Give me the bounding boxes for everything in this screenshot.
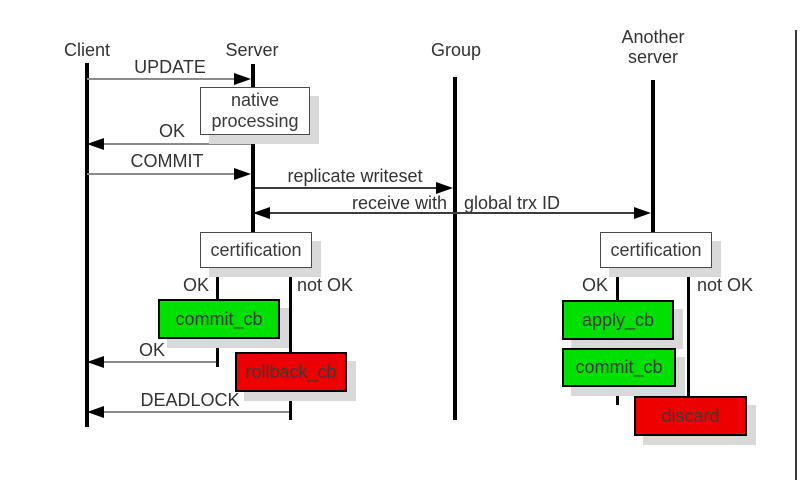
- right-not-ok-branch-line: [687, 266, 690, 440]
- message-label-deadlock: DEADLOCK: [140, 390, 240, 410]
- replicate-arrow-line: [255, 187, 438, 189]
- commit-cb-right-label: commit_cb: [575, 357, 663, 377]
- commit-arrow-line: [87, 173, 235, 175]
- apply-cb-box: apply_cb: [562, 300, 674, 340]
- actor-label-server: Server: [225, 40, 279, 60]
- branch-label-not-ok-right: not OK: [696, 275, 754, 295]
- certification-box-left: certification: [200, 232, 312, 268]
- native-processing-box: native processing: [200, 87, 310, 135]
- branch-label-ok-right: OK: [581, 275, 608, 295]
- native-processing-line2: processing: [211, 111, 299, 131]
- actor-label-group: Group: [430, 40, 482, 60]
- message-label-update: UPDATE: [134, 57, 206, 77]
- actor-label-client: Client: [63, 40, 111, 60]
- arrowhead-right-icon: [234, 168, 251, 180]
- arrowhead-left-icon: [253, 207, 270, 219]
- certification-box-right: certification: [600, 232, 712, 268]
- client-lifeline: [85, 63, 89, 427]
- ok-commit-arrow-line: [104, 361, 216, 363]
- rollback-cb-label: rollback_cb: [245, 361, 337, 382]
- server-lifeline: [251, 64, 255, 232]
- certification-right-label: certification: [610, 239, 702, 260]
- left-not-ok-branch-line: [289, 266, 292, 420]
- arrowhead-right-icon: [234, 73, 251, 85]
- group-lifeline: [453, 77, 457, 420]
- arrowhead-right-icon: [634, 207, 651, 219]
- native-processing-line1: native: [230, 90, 280, 110]
- actor-label-another-line1: Another: [621, 27, 685, 47]
- arrowhead-left-icon: [87, 138, 104, 150]
- arrowhead-left-icon: [87, 406, 104, 418]
- message-label-global-trx-id: global trx ID: [464, 193, 561, 213]
- deadlock-arrow-line: [104, 411, 289, 413]
- branch-label-not-ok-left: not OK: [296, 275, 354, 295]
- apply-cb-label: apply_cb: [581, 309, 655, 330]
- update-arrow-line: [87, 78, 235, 80]
- receive-arrow-line: [268, 212, 636, 214]
- another-server-lifeline: [651, 80, 655, 232]
- message-label-commit: COMMIT: [130, 151, 204, 171]
- commit-cb-right-box: commit_cb: [562, 348, 676, 387]
- rollback-cb-box: rollback_cb: [235, 352, 347, 392]
- arrowhead-left-icon: [87, 356, 104, 368]
- discard-label: discard: [661, 405, 720, 426]
- arrowhead-right-icon: [436, 182, 453, 194]
- actor-label-another-server: Another server: [603, 27, 703, 67]
- commit-cb-left-box: commit_cb: [158, 299, 280, 339]
- ok-native-arrow-line: [104, 143, 251, 145]
- window-right-edge: [795, 30, 797, 480]
- message-label-ok-commit: OK: [138, 340, 165, 360]
- message-label-receive-with: receive with: [351, 193, 447, 213]
- branch-label-ok-left: OK: [182, 275, 209, 295]
- actor-label-another-line2: server: [627, 47, 678, 67]
- commit-cb-left-label: commit_cb: [175, 308, 263, 329]
- message-label-replicate-writeset: replicate writeset: [287, 166, 423, 186]
- message-label-ok-native: OK: [158, 121, 185, 141]
- discard-box: discard: [634, 396, 747, 436]
- certification-left-label: certification: [210, 239, 302, 260]
